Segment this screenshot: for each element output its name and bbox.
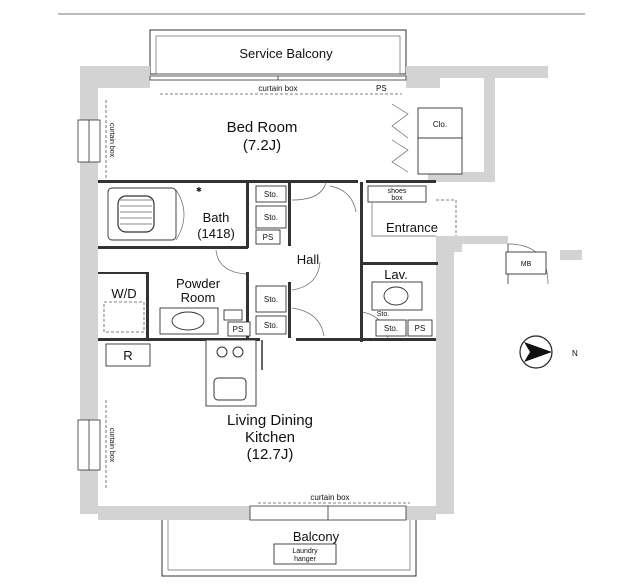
ps-label-top: PS [376,84,387,93]
right-wall-upper [428,66,548,182]
powder-basin [171,311,205,331]
wd-space [103,301,145,333]
kitchen-sink [213,377,247,401]
refrigerator-label: R [123,348,132,363]
powder-room-line2: Room [181,290,216,305]
lav-counter [371,281,423,311]
hall-label: Hall [297,252,320,267]
bath-wall [98,246,248,249]
bedroom-bottom-wall [98,180,358,183]
bath-curve [175,189,185,241]
ldk-size: (12.7J) [247,446,294,463]
balcony-outline [161,520,417,577]
entrance-step [371,202,436,237]
sto-box-4 [255,315,287,335]
mb-label: MB [521,261,532,268]
svg-text:✱: ✱ [196,186,202,194]
kitchen-counter [205,339,257,407]
door-arc-2 [329,185,357,213]
sto-label-2: Sto. [264,213,278,222]
curtain-box-label-top: curtain box [258,84,297,93]
lav-label: Lav. [384,267,408,282]
laundry-hanger-line1: Laundry [292,548,318,555]
entrance-label: Entrance [386,220,438,235]
sto-box-2 [255,205,287,229]
shoes-box [367,185,427,203]
right-wall-lower [436,236,454,514]
door-arc-3 [291,261,321,291]
laundry-hanger-line2: hanger [294,556,316,563]
ldk-top-wall-left [98,338,260,341]
lav-top-wall [360,262,438,265]
sto-label-3: Sto. [264,295,278,304]
entrance-wall [454,236,508,252]
ldk-name-line2: Kitchen [245,429,295,446]
sto-label-4: Sto. [264,321,278,330]
closet-clo [417,107,463,139]
lav-ps [407,319,433,337]
closet-lower [417,137,463,175]
compass-label: N [572,349,578,358]
balcony-label: Balcony [293,529,340,544]
door-arc-1 [291,181,327,201]
ps-label-powder: PS [233,325,244,334]
lav-sto [375,319,407,337]
shoes-box-label-2: box [391,195,403,202]
sto-label-1: Sto. [264,190,278,199]
ps-box-bath [255,229,281,245]
left-wall [80,66,98,514]
bedroom-name: Bed Room [227,119,298,136]
curtain-box-label-bottom: curtain box [310,493,349,502]
curtain-box-label-left-ldk: curtain box [108,428,115,463]
curtain-box-label-left-bed: curtain box [108,123,115,158]
north-arrow-icon [524,342,552,362]
powder-ps [227,321,251,337]
lav-sto-label: Sto. [384,324,398,333]
closet-doors [391,103,409,173]
service-balcony-inner [155,35,401,75]
door-arc-powder [215,249,247,275]
bath-size: (1418) [197,226,235,241]
sto-box-3 [255,285,287,313]
laundry-hanger-box [273,543,337,565]
lav-basin [383,286,409,306]
closet-label: Clo. [433,120,447,129]
bathtub [107,187,177,241]
bath-name: Bath [203,210,230,225]
mb-box [505,251,547,275]
ps-label-bath: PS [263,233,274,242]
bedroom-size: (7.2J) [243,137,281,154]
lav-ps-label: PS [415,324,426,333]
sto-box-1 [255,185,287,203]
service-balcony-label: Service Balcony [239,46,333,61]
refrigerator [105,343,151,367]
door-arc-4 [291,307,325,337]
ldk-name-line1: Living Dining [227,412,313,429]
lav-sto-label-small: Sto. [377,311,390,318]
shoes-box-label-1: shoes [388,188,407,195]
wd-label: W/D [111,286,136,301]
powder-room-line1: Powder [176,276,221,291]
compass [519,335,553,369]
entrance-wall-right [560,250,582,260]
